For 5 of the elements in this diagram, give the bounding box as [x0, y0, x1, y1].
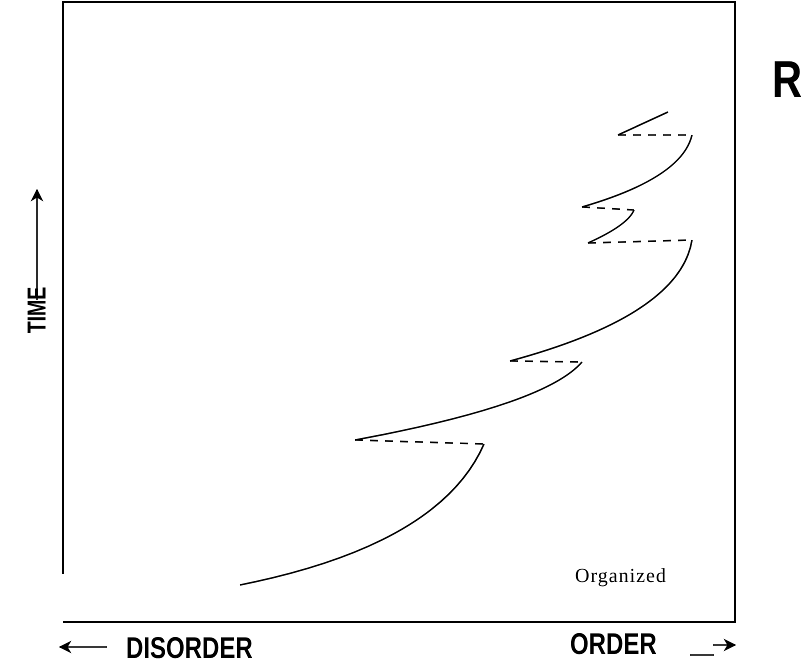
- axis-label: ORDER: [570, 628, 657, 662]
- heading-letter: R: [772, 50, 802, 110]
- axis-label: TIME: [22, 286, 52, 334]
- axis-label: DISORDER: [126, 632, 253, 666]
- region-label: Organized: [575, 565, 667, 588]
